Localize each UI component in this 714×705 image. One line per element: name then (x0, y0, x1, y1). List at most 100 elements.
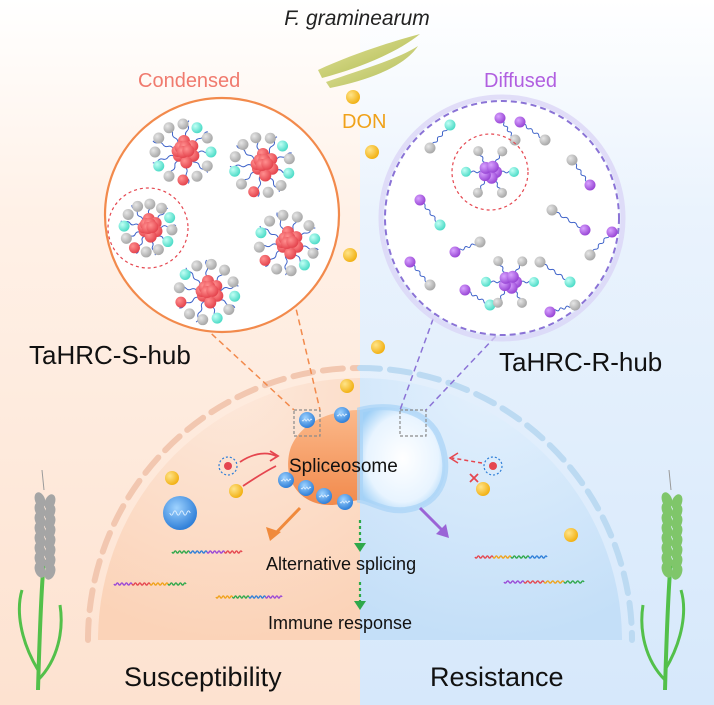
spliceosome-subunit (163, 496, 197, 530)
don-particle (340, 379, 354, 393)
protein-particle (140, 246, 152, 258)
protein-particle (191, 170, 203, 182)
protein-particle (534, 256, 546, 268)
wheat-resistant-icon (640, 469, 686, 691)
protein-particle (484, 299, 496, 311)
protein-particle (444, 119, 456, 131)
protein-particle (264, 132, 276, 144)
condensed-cluster (173, 258, 241, 326)
protein-particle (584, 179, 596, 191)
diffused-protein (494, 112, 521, 146)
protein-particle (481, 276, 492, 287)
protein-particle (152, 244, 164, 256)
protein-particle (283, 153, 295, 165)
protein-particle (146, 221, 159, 234)
protein-particle (404, 256, 416, 268)
protein-particle (179, 268, 191, 280)
don-particle (229, 484, 243, 498)
splicing-arrows (266, 506, 449, 610)
protein-particle (424, 279, 436, 291)
diffused-highlight-ring (451, 133, 529, 211)
protein-particle (205, 258, 217, 270)
protein-particle (283, 167, 295, 179)
protein-particle (569, 299, 581, 311)
protein-particle (309, 233, 321, 245)
protein-particle (486, 160, 499, 173)
protein-particle (517, 256, 528, 267)
don-particles (165, 90, 578, 542)
protein-particle (414, 194, 426, 206)
protein-particle (449, 246, 461, 258)
diffused-protein (404, 256, 436, 291)
protein-particle (259, 169, 272, 182)
mrna (171, 550, 243, 554)
diffused-protein (544, 299, 581, 318)
protein-particle (253, 241, 265, 253)
protein-particle (175, 296, 187, 308)
protein-particle (514, 116, 526, 128)
r-hub-label: TaHRC-R-hub (499, 347, 663, 377)
protein-particle (259, 254, 271, 266)
s-hub-label: TaHRC-S-hub (29, 340, 191, 370)
regulator-left (218, 450, 280, 487)
condensed-cluster (118, 198, 178, 258)
cell-wall-right (357, 365, 635, 643)
protein-particle (461, 166, 472, 177)
protein-particle (424, 142, 436, 154)
protein-particle (182, 144, 195, 157)
spliceosome-components (163, 407, 353, 530)
protein-particle (118, 220, 130, 232)
protein-particle (180, 156, 193, 169)
protein-particle (564, 276, 576, 288)
condensed-hub-circle (103, 96, 341, 334)
protein-particle (211, 312, 223, 324)
protein-particle (492, 297, 503, 308)
mrna (474, 555, 548, 559)
protein-particle (177, 118, 189, 130)
diffused-protein (424, 119, 456, 154)
protein-particle (250, 132, 262, 144)
protein-particle (248, 186, 260, 198)
diffused-protein (584, 226, 618, 261)
protein-particle (163, 122, 175, 134)
diffused-protein (414, 194, 446, 231)
protein-particle (255, 227, 267, 239)
protein-particle (539, 134, 551, 146)
protein-particle (546, 204, 558, 216)
protein-particle (509, 134, 521, 146)
protein-particle (144, 198, 156, 210)
diffused-protein (449, 236, 486, 258)
pathogen-name: F. graminearum (284, 7, 430, 30)
mrna (503, 580, 585, 584)
protein-particle (277, 209, 289, 221)
protein-particle (229, 151, 241, 163)
protein-particle (120, 232, 132, 244)
condensed-cluster (229, 132, 295, 198)
spliceosome-subunit (299, 412, 315, 428)
protein-particle (173, 282, 185, 294)
protein-particle (496, 187, 507, 198)
spliceosome-subunit (298, 480, 314, 496)
protein-particle (166, 224, 178, 236)
don-particle (365, 145, 379, 159)
protein-particle (197, 314, 209, 326)
protein-particle (201, 132, 213, 144)
protein-particle (149, 146, 161, 158)
diffused-label: Diffused (484, 70, 558, 92)
protein-particle (163, 170, 175, 182)
protein-particle (275, 180, 287, 192)
protein-particle (237, 138, 249, 150)
protein-particle (284, 247, 297, 260)
protein-particle (128, 242, 140, 254)
protein-particle (229, 165, 241, 177)
protein-particle (566, 154, 578, 166)
condensed-label: Condensed (138, 70, 241, 92)
protein-particle (434, 219, 446, 231)
spliceosome-subunit (337, 494, 353, 510)
protein-particle (191, 122, 203, 134)
protein-particle (201, 160, 213, 172)
don-label: DON (342, 111, 387, 133)
protein-particle (606, 226, 618, 238)
protein-particle (298, 259, 310, 271)
protein-particle (277, 140, 289, 152)
